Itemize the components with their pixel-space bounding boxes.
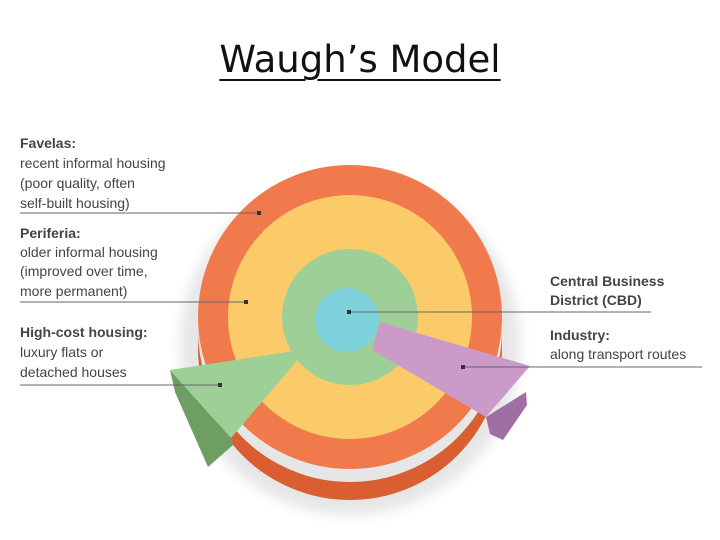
high-cost-marker <box>218 383 222 387</box>
periferia-line-1: older informal housing <box>20 244 158 260</box>
favelas-heading: Favelas: <box>20 135 76 151</box>
high-cost-sector <box>170 349 307 438</box>
industry-sector <box>372 322 530 417</box>
industry-line-1: along transport routes <box>550 346 686 362</box>
industry-heading: Industry: <box>550 327 610 343</box>
high-cost-line-2: detached houses <box>20 364 127 380</box>
cbd-heading-line-2: District (CBD) <box>550 292 642 308</box>
favelas-marker <box>257 211 261 215</box>
favelas-line-1: recent informal housing <box>20 155 166 171</box>
industry-marker <box>461 365 465 369</box>
periferia-marker <box>244 300 248 304</box>
cbd-circle <box>315 288 379 352</box>
slide-title: Waugh’s Model <box>0 38 720 81</box>
high-cost-heading: High-cost housing: <box>20 324 148 340</box>
periferia-line-3: more permanent) <box>20 283 127 299</box>
industry-sector-side <box>486 392 527 440</box>
periferia-line-2: (improved over time, <box>20 263 148 279</box>
high-cost-sector-side <box>170 370 233 467</box>
slide-title-text: Waugh’s Model <box>219 38 501 81</box>
cbd-heading-line-1: Central Business <box>550 273 665 289</box>
favelas-line-3: self-built housing) <box>20 195 130 211</box>
favelas-line-2: (poor quality, often <box>20 175 135 191</box>
periferia-heading: Periferia: <box>20 225 81 241</box>
cbd-marker <box>347 310 351 314</box>
high-cost-line-1: luxury flats or <box>20 344 104 360</box>
